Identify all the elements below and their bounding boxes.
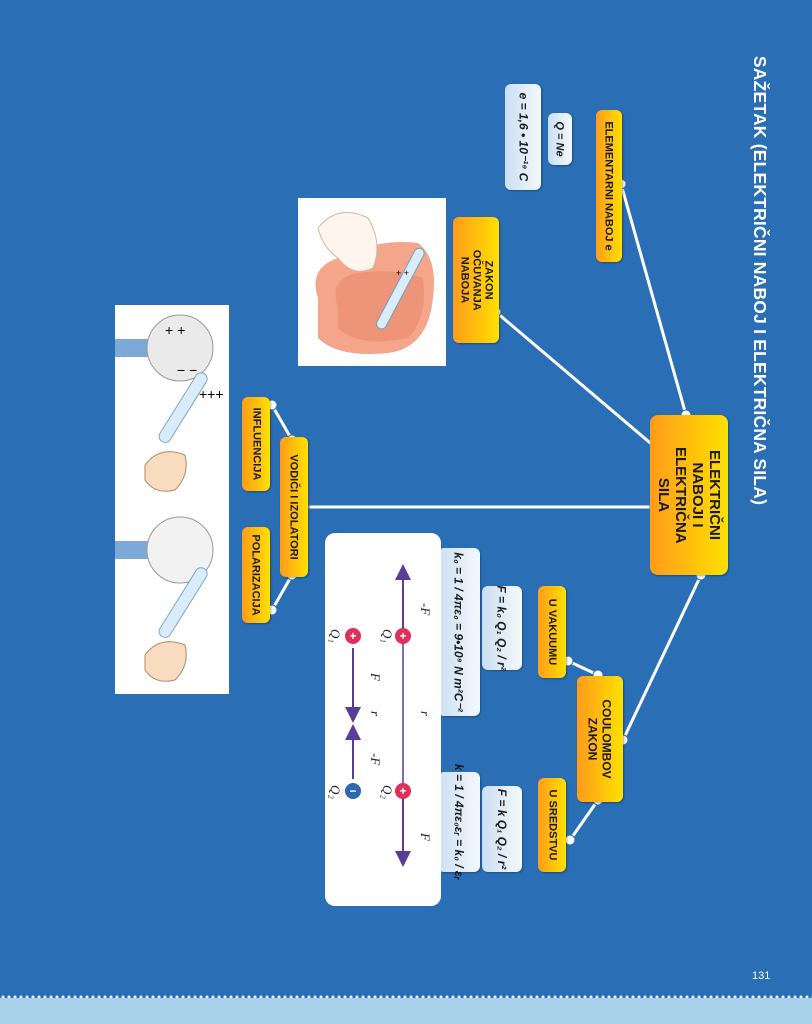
node-zakon-ocuvanja: ZAKON OČUVANJA NABOJA xyxy=(453,217,499,343)
label-r: r xyxy=(418,711,433,717)
rod-charges-label: +++ xyxy=(199,386,224,402)
charge-sign: + xyxy=(349,629,356,643)
label-minus-f: -F xyxy=(368,753,383,766)
positive-charge-icon xyxy=(345,628,361,644)
node-elementarni-naboj: ELEMENTARNI NABOJ e xyxy=(596,110,622,262)
label-r: r xyxy=(368,711,383,717)
photo-panel-influence: + + − − +++ xyxy=(103,305,229,694)
formula-q-ne: Q = Ne xyxy=(548,113,572,165)
formula-f-sredstvo: F = k Q₁ Q₂ / r² xyxy=(482,786,522,872)
node-polarizacija: POLARIZACIJA xyxy=(242,527,270,623)
label-f: F xyxy=(418,832,433,842)
coulomb-force-diagram: + + + − -F r F Q₁ Q₂ F r -F Q₁ Q₂ xyxy=(328,564,433,867)
node-influencija: INFLUENCIJA xyxy=(242,397,270,491)
formula-k0: k₀ = 1 / 4πε₀ = 9•10⁹ N m²C⁻² xyxy=(438,548,480,716)
positive-charge-icon xyxy=(395,783,411,799)
label-q1: Q₁ xyxy=(328,629,343,643)
footer-band xyxy=(0,998,812,1024)
negative-charge-icon xyxy=(345,783,361,799)
photo-panel-rubbing: + + xyxy=(298,198,446,366)
charge-sign: + xyxy=(399,784,406,798)
rod-plus-label: + + xyxy=(396,268,409,278)
influence-polarization-image: + + − − +++ xyxy=(103,314,224,682)
charge-sign: − xyxy=(349,784,356,798)
coulomb-diagram-panel: + + + − -F r F Q₁ Q₂ F r -F Q₁ Q₂ xyxy=(325,533,441,906)
label-minus-f: -F xyxy=(418,603,433,616)
formula-f-vakuum: F = k₀ Q₁ Q₂ / r² xyxy=(482,585,522,671)
center-node: ELEKTRIČNI NABOJI I ELEKTRIČNA SILA xyxy=(650,415,728,575)
label-f: F xyxy=(368,672,383,682)
rod-rubbing-image: + + xyxy=(315,211,434,354)
node-vodici-izolatori: VODIČI I IZOLATORI xyxy=(280,437,308,577)
label-q2: Q₂ xyxy=(328,785,343,799)
sphere-plus-label: + + xyxy=(165,322,185,338)
sphere-minus-label: − − xyxy=(177,362,197,378)
positive-charge-icon xyxy=(395,628,411,644)
label-q1: Q₁ xyxy=(380,629,395,643)
charge-sign: + xyxy=(399,629,406,643)
node-coulombov-zakon: COULOMBOV ZAKON xyxy=(577,676,623,802)
footer-dots xyxy=(0,994,812,1000)
formula-k: k = 1 / 4πε₀εᵣ = k₀ / εᵣ xyxy=(438,764,480,880)
node-u-sredstvu: U SREDSTVU xyxy=(538,778,566,872)
node-u-vakuumu: U VAKUUMU xyxy=(538,586,566,678)
page-number: 131 xyxy=(752,970,771,982)
page-title: SAŽETAK (ELEKTRIČNI NABOJ I ELEKTRIČNA S… xyxy=(750,55,771,505)
label-q2: Q₂ xyxy=(380,785,395,799)
connector-node xyxy=(564,834,576,846)
formula-e-value: e = 1,6 • 10⁻¹⁹ C xyxy=(505,84,541,190)
